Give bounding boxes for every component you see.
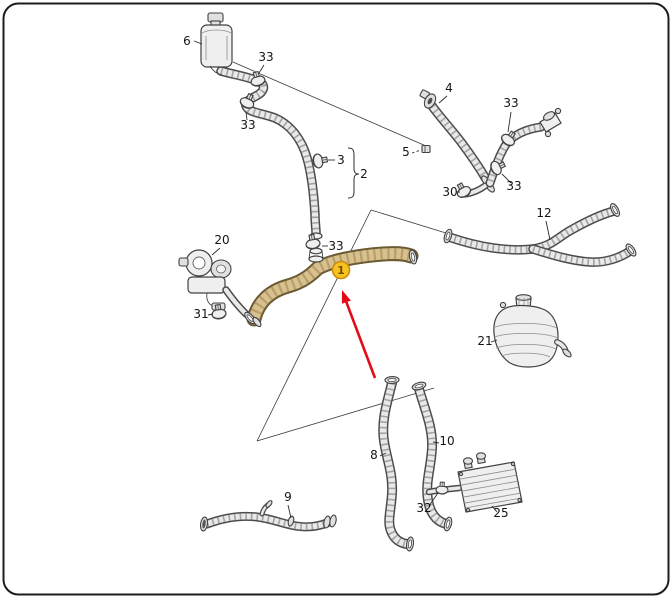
callout-3[interactable]: 3: [337, 153, 345, 167]
part-25-oil-cooler: [457, 452, 523, 513]
part-5-clip: [421, 144, 431, 154]
part-8-hose: [378, 375, 415, 552]
callout-20[interactable]: 20: [214, 233, 229, 247]
callout-30[interactable]: 30: [442, 185, 457, 199]
part-6-reservoir: [200, 12, 233, 76]
part-9-hose: [199, 500, 337, 532]
callout-31[interactable]: 31: [193, 307, 208, 321]
callout-25[interactable]: 25: [493, 506, 508, 520]
pointer-arrow-head: [341, 290, 351, 304]
callout-33[interactable]: 33: [258, 50, 273, 64]
clamp-32: [435, 481, 449, 495]
hose-flange: [384, 375, 400, 385]
callout-33[interactable]: 33: [328, 239, 343, 253]
part-1-highlighted-hose[interactable]: [242, 246, 419, 328]
highlight-badge-part-1[interactable]: 1: [331, 260, 351, 280]
pointer-arrow: [341, 290, 377, 379]
pointer-arrow-shaft: [345, 301, 377, 379]
clamp-3: [311, 151, 329, 170]
group-bracket-2: [347, 147, 360, 199]
callout-2[interactable]: 2: [360, 167, 368, 181]
callout-4[interactable]: 4: [445, 81, 453, 95]
callout-9[interactable]: 9: [284, 490, 292, 504]
callout-33[interactable]: 33: [506, 179, 521, 193]
callout-10[interactable]: 10: [439, 434, 454, 448]
leader-lines: [193, 40, 551, 519]
part-20-pump: [178, 249, 232, 311]
callout-1-highlighted[interactable]: 1: [337, 264, 345, 277]
callout-6[interactable]: 6: [183, 34, 191, 48]
callout-12[interactable]: 12: [536, 206, 551, 220]
callout-labels: 6 33 33 3 2 33 20 31 4 5 30 33 33 12 21 …: [183, 34, 551, 520]
part-4-hose: [419, 89, 495, 198]
callout-32[interactable]: 32: [416, 501, 431, 515]
hose-flange: [405, 536, 415, 552]
highlight-badge-circle[interactable]: [331, 260, 351, 280]
construction-lines: [232, 61, 447, 442]
callout-33[interactable]: 33: [503, 96, 518, 110]
part-12-hose: [442, 201, 639, 267]
callout-21[interactable]: 21: [477, 334, 492, 348]
callout-8[interactable]: 8: [370, 448, 378, 462]
hose-clamps: [210, 69, 520, 495]
callout-5[interactable]: 5: [402, 145, 410, 159]
pump-to-hose-link: [222, 286, 250, 318]
part-21-expansion-tank: [493, 294, 572, 368]
callout-33[interactable]: 33: [240, 118, 255, 132]
hose-reservoir-to-branch: [216, 66, 321, 238]
